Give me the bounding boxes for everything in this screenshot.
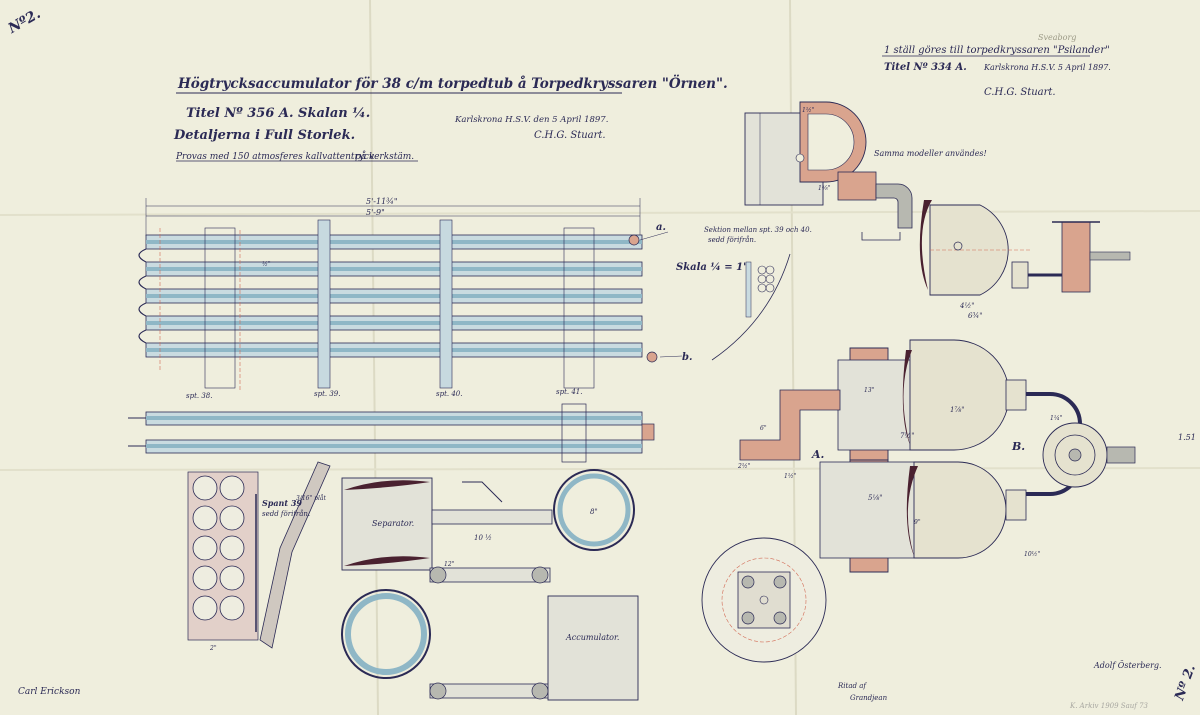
accumulator-clamp-view: Accumulator. (341, 566, 639, 701)
frame-spt-41 (563, 227, 595, 389)
right-header-pencil: Sveaborg (1038, 33, 1076, 42)
dimension-label: 2" (209, 645, 217, 652)
break-mark (919, 200, 932, 290)
frame-spt-39 (317, 219, 331, 389)
dimension-label: 6" (760, 425, 767, 432)
accumulator-label: Accumulator. (565, 633, 619, 642)
dimension-label: 1½" (784, 473, 797, 480)
separator-clamp-view: Separator. 10 ½ 8" (341, 469, 635, 571)
signature-left: C.H.G. Stuart. (534, 130, 606, 141)
drawing-title: Högtrycksaccumulator för 38 c/m torpedtu… (177, 75, 728, 92)
tube-row (145, 315, 643, 331)
scale-label: Skala ¼ = 1' (676, 262, 746, 273)
tube-bends (138, 248, 147, 344)
right-title-number: Titel Nº 334 A. (884, 62, 967, 73)
dimension-label: 1⅞" (950, 406, 964, 414)
fold-line (0, 210, 1200, 216)
dimension-label: 5⅛" (868, 494, 882, 502)
dimension-label: 6¾" (968, 312, 982, 320)
tube-row (145, 288, 643, 304)
frame-label: spt. 40. (436, 390, 462, 398)
frame-spt-40 (439, 219, 453, 389)
dimension-overall-inner: 5'-9" (366, 208, 385, 217)
dimension-label: 2½" (737, 463, 751, 470)
dimension-label: 1⅝" (818, 185, 831, 192)
checked-by: Grandjean (850, 694, 888, 702)
dimension-label: 7½" (900, 432, 914, 440)
flange-end-view (701, 537, 827, 663)
accumulator-plan-view (128, 403, 655, 463)
dimension-label: 10½" (1024, 551, 1040, 558)
right-place-date: Karlskrona H.S.V. 5 April 1897. (983, 63, 1111, 72)
section-note: Sektion mellan spt. 39 och 40. (704, 226, 812, 234)
dimension-label: 10 ½ (474, 534, 492, 542)
label-a-top: a. (656, 222, 666, 233)
separator-label: Separator. (372, 519, 414, 528)
label-A: A. (811, 448, 825, 461)
label-b-top: b. (682, 352, 692, 363)
accumulator-bottle-top: 4½" 6¾" (919, 200, 1131, 320)
plate-label: 3/16" plåt (296, 495, 326, 502)
dimension-label: 4½" (959, 302, 974, 310)
title-number: Titel Nº 356 A. Skalan ¼. (186, 106, 370, 121)
dimension-label: ½" (262, 261, 271, 268)
test-note: Provas med 150 atmosferes kallvattentryc… (175, 152, 374, 162)
accumulator-elevation: 5'-11¾" 5'-9" (138, 197, 692, 400)
spant-label-2: sedd förifrån. (262, 509, 310, 518)
dimension-label: 13" (864, 387, 875, 394)
frame-label: spt. 41. (556, 388, 582, 396)
valve-detail-top: Samma modeller användes! (744, 101, 987, 241)
dimension-overall: 5'-11¾" (366, 197, 398, 206)
side-number: 1.51 (1178, 433, 1196, 442)
dimension-label: 1½" (802, 107, 815, 114)
approved-by: Adolf Österberg. (1093, 661, 1162, 670)
valve-assembly-middle: A. B. 1⅞" 5⅛" 7½" (739, 339, 1136, 573)
tube-row (145, 234, 643, 250)
drawn-by: Carl Erickson (18, 687, 81, 697)
diameter-label: 8" (590, 508, 598, 516)
right-header: 1 ställ göres till torpedkryssaren "Psil… (884, 45, 1110, 56)
frame-label: spt. 39. (314, 390, 340, 398)
note-samma-modeller: Samma modeller användes! (874, 149, 987, 158)
dimension-label: 12" (444, 561, 455, 568)
section-detail-small (711, 253, 791, 361)
place-date: Karlskrona H.S.V. den 5 April 1897. (454, 115, 608, 125)
test-note-tail: på verkstäm. (355, 150, 414, 162)
label-B: B. (1011, 440, 1025, 453)
section-note-2: sedd förifrån. (708, 235, 756, 244)
tube-row (145, 261, 643, 277)
tube-row (145, 342, 643, 358)
frame-label: spt. 38. (186, 392, 212, 400)
spant-section-view: Spant 39 sedd förifrån. 3/16" plåt 2" (187, 461, 331, 652)
frame-spt-38 (204, 227, 236, 389)
signature-right: C.H.G. Stuart. (984, 87, 1056, 98)
detail-note: Detaljerna i Full Storlek. (173, 128, 355, 143)
drawn-by-label: Ritad af (837, 682, 867, 690)
archive-stamp: K. Arkiv 1909 Sauf 73 (1069, 702, 1149, 710)
fold-line (0, 467, 1200, 471)
spant-label: Spant 39 (262, 498, 302, 508)
dimension-label: 1¼" (1050, 415, 1063, 422)
dimension-label: 9" (914, 519, 921, 526)
